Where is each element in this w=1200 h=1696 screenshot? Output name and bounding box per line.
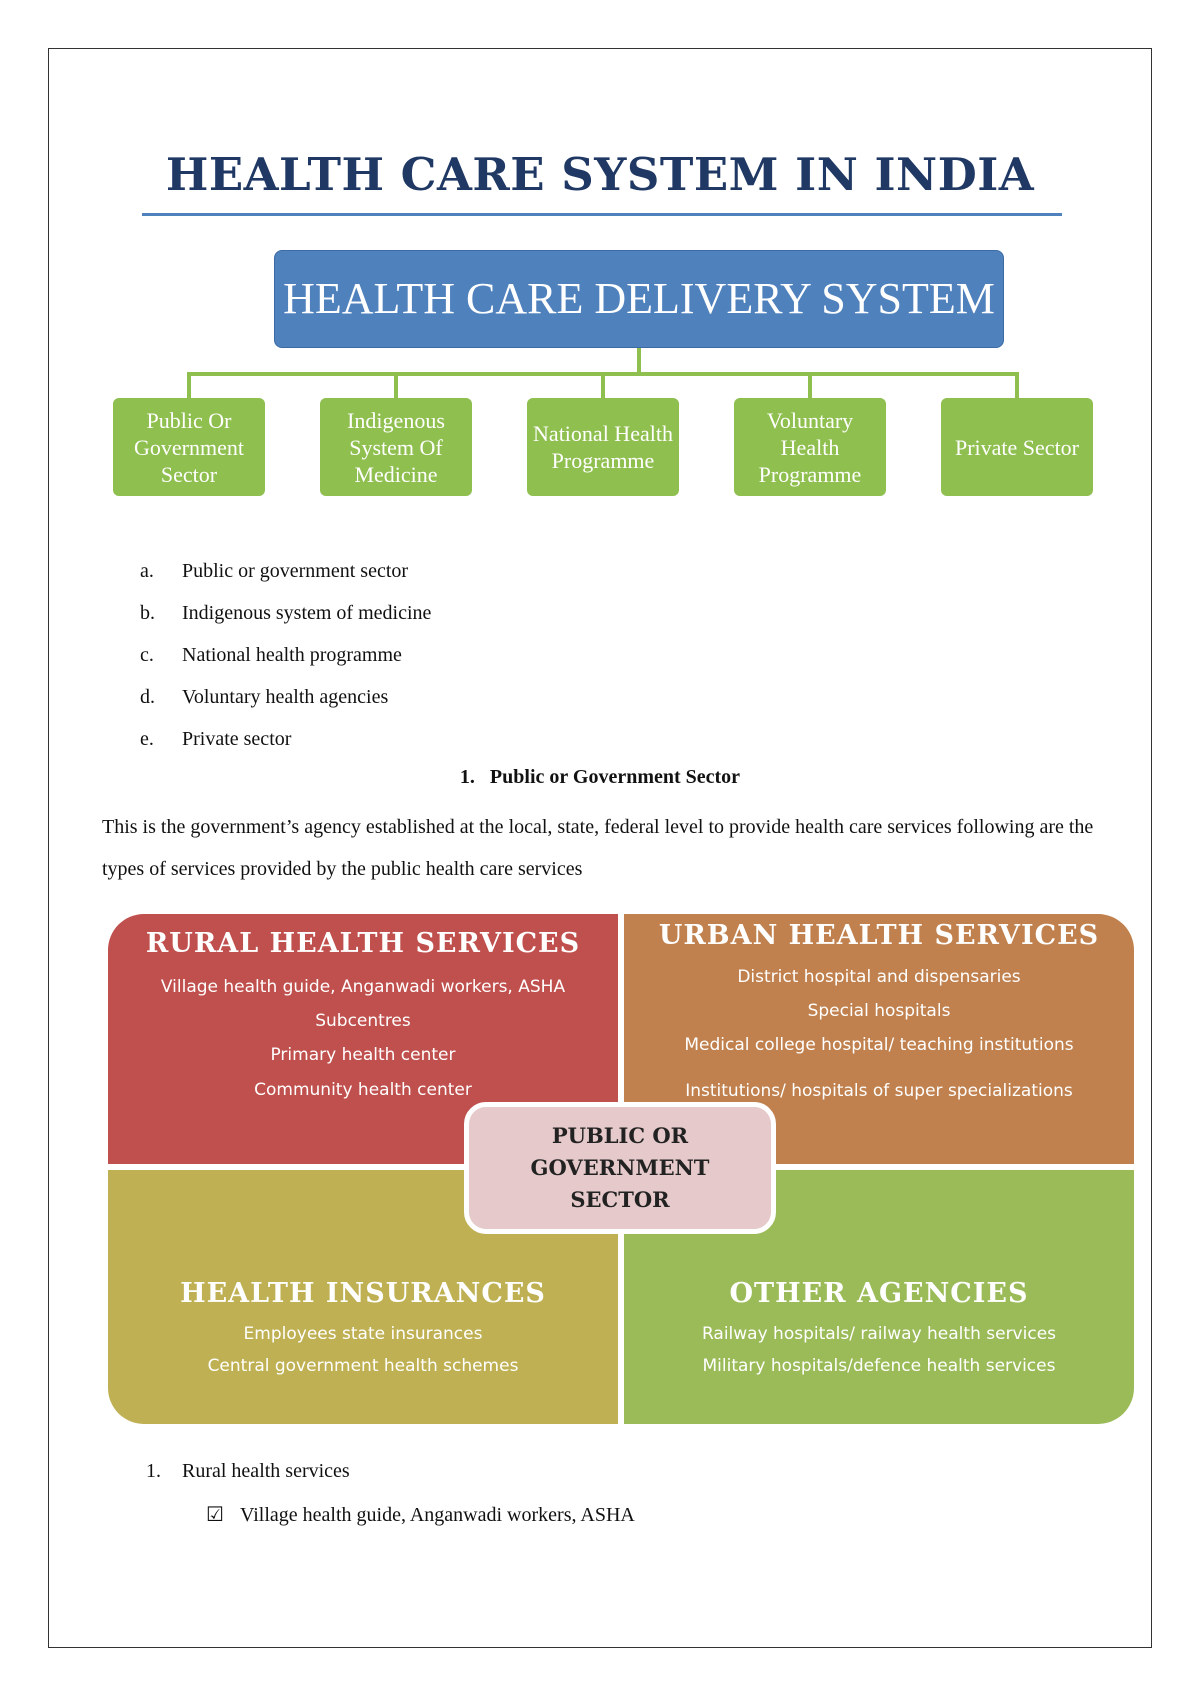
insurance-item: Employees state insurances [243,1324,483,1344]
urban-item: Special hospitals [807,1001,951,1021]
connector-child-2 [394,372,398,398]
list-item: a.Public or government sector [140,560,409,582]
diagram-child-private: Private Sector [941,398,1093,496]
insurance-item: Central government health schemes [207,1356,519,1376]
urban-quadrant: URBAN HEALTH SERVICES District hospital … [624,914,1134,1164]
connector-root-stem [637,348,641,374]
insurance-title: HEALTH INSURANCES [180,1278,546,1309]
center-label: PUBLIC OR GOVERNMENT SECTOR [530,1123,710,1212]
connector-child-1 [187,372,191,398]
rural-item: Village health guide, Anganwadi workers,… [160,977,566,997]
rural-title: RURAL HEALTH SERVICES [145,928,581,959]
other-item: Military hospitals/defence health servic… [702,1356,1056,1376]
section-heading: 1. Public or Government Sector [459,766,741,788]
other-title: OTHER AGENCIES [729,1278,1029,1309]
numbered-item: 1.Rural health services [146,1460,350,1482]
connector-child-3 [601,372,605,398]
list-item: e.Private sector [140,728,292,750]
rural-item: Primary health center [270,1045,456,1065]
checkbox-icon: ☑ [206,1504,224,1526]
urban-title: URBAN HEALTH SERVICES [658,920,1100,951]
diagram-child-indigenous: Indigenous System Of Medicine [320,398,472,496]
center-label-box: PUBLIC OR GOVERNMENT SECTOR [464,1102,776,1234]
rural-item: Subcentres [315,1011,411,1031]
checklist-item: ☑Village health guide, Anganwadi workers… [206,1504,635,1526]
diagram-child-voluntary: Voluntary Health Programme [734,398,886,496]
diagram-child-public: Public Or Government Sector [113,398,265,496]
diagram-child-national: National Health Programme [527,398,679,496]
sector-list: a.Public or government sector b.Indigeno… [140,556,431,766]
rural-item: Community health center [254,1080,472,1100]
urban-item: Medical college hospital/ teaching insti… [684,1035,1074,1055]
list-item: c.National health programme [140,644,402,666]
diagram-root-box: HEALTH CARE DELIVERY SYSTEM [274,250,1004,348]
page-title: HEALTH CARE SYSTEM IN INDIA [165,148,1035,201]
other-item: Railway hospitals/ railway health servic… [701,1324,1057,1344]
page-border [48,48,1152,1648]
urban-item: District hospital and dispensaries [737,967,1021,987]
urban-item: Institutions/ hospitals of super special… [685,1081,1073,1101]
services-matrix: RURAL HEALTH SERVICES Village health gui… [108,914,1134,1424]
list-item: b.Indigenous system of medicine [140,602,432,624]
connector-child-4 [808,372,812,398]
connector-child-5 [1015,372,1019,398]
list-item: d.Voluntary health agencies [140,686,389,708]
title-underline [142,213,1062,216]
section-paragraph: This is the government’s agency establis… [102,816,1094,880]
